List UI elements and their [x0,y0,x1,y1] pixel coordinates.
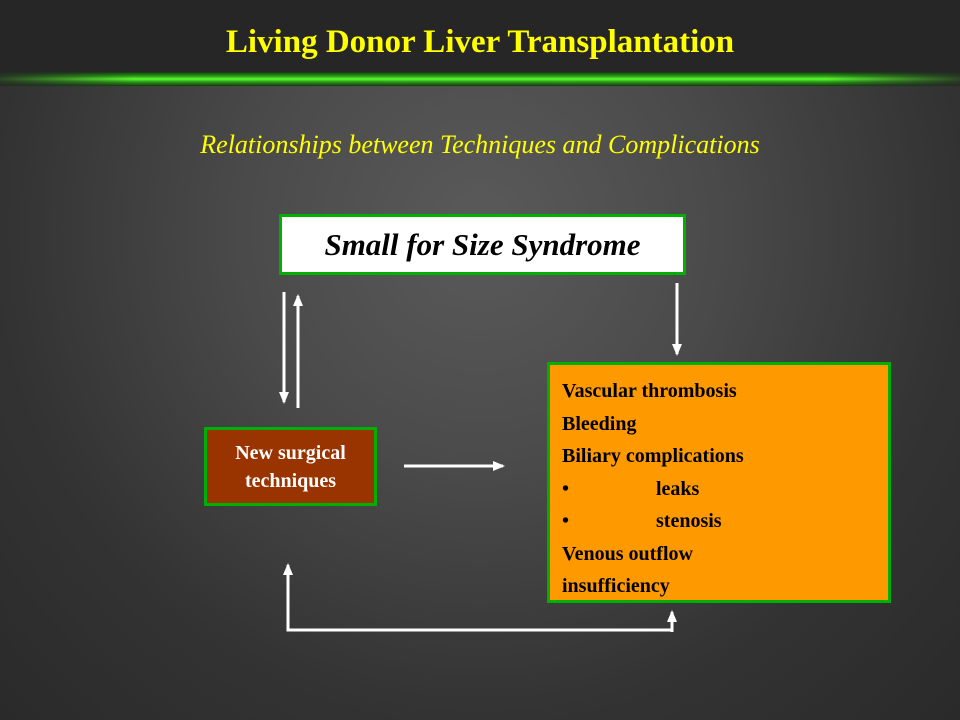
complication-item: insufficiency [562,575,670,597]
arrow-complications-feedback-path [283,563,672,632]
complication-subitem-label: leaks [656,477,700,500]
complication-subitem: • stenosis [562,505,888,538]
small-for-size-label: Small for Size Syndrome [324,226,641,262]
new-techniques-line-2: techniques [244,469,337,492]
bullet-icon: • [562,477,570,500]
new-techniques-line-1: New surgical [235,441,346,464]
complication-item: Vascular thrombosis [562,380,737,402]
complication-item: Biliary complications [562,445,744,467]
complication-item: Venous outflow [562,542,693,565]
complication-subitem-label: stenosis [656,510,722,532]
title-divider [0,72,960,86]
complication-subitem: • leaks [562,473,888,506]
title-bar [0,0,960,72]
complications-box: Vascular thrombosis Bleeding Biliary com… [547,362,891,603]
complication-item: Bleeding [562,412,637,435]
small-for-size-box: Small for Size Syndrome [279,214,686,275]
slide-subtitle: Relationships between Techniques and Com… [200,130,760,159]
slide-title: Living Donor Liver Transplantation [225,24,735,60]
new-techniques-box: New surgical techniques [204,427,377,506]
bullet-icon: • [562,510,570,532]
